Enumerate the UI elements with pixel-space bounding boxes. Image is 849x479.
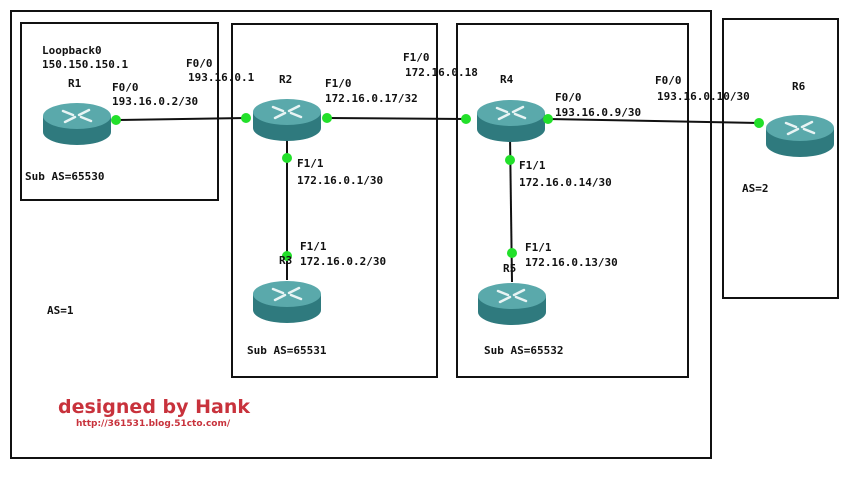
- sub-as-65532-area: [456, 23, 689, 378]
- r2-f00-label: F0/0: [186, 57, 213, 70]
- sub-as-65530-area: [20, 22, 219, 201]
- router-r3-icon: [251, 279, 323, 325]
- r4-f10-ip: 172.16.0.18: [405, 66, 478, 79]
- link-r1-r2: [115, 117, 247, 121]
- r5-f11-label: F1/1: [525, 241, 552, 254]
- port-dot: [282, 251, 292, 261]
- designer-url: http://361531.blog.51cto.com/: [76, 419, 231, 429]
- port-dot: [543, 114, 553, 124]
- router-r5-icon: [476, 281, 548, 327]
- port-dot: [111, 115, 121, 125]
- router-r2-icon: [251, 97, 323, 143]
- r1-loopback-name: Loopback0: [42, 44, 102, 57]
- r4-f00-ip: 193.16.0.9/30: [555, 106, 642, 119]
- r4-f11-ip: 172.16.0.14/30: [519, 176, 612, 189]
- link-r2-r4: [326, 117, 467, 120]
- sub-as-65531-area: [231, 23, 438, 378]
- r5-f11-ip: 172.16.0.13/30: [525, 256, 618, 269]
- router-r6-icon: [764, 113, 836, 159]
- router-r4-label: R4: [500, 73, 514, 86]
- sub-as-65531-label: Sub AS=65531: [247, 344, 327, 357]
- r4-f11-label: F1/1: [519, 159, 546, 172]
- r2-f11-ip: 172.16.0.1/30: [297, 174, 384, 187]
- r1-loopback-ip: 150.150.150.1: [42, 58, 129, 71]
- port-dot: [461, 114, 471, 124]
- link-r4-r6: [547, 118, 760, 124]
- port-dot: [754, 118, 764, 128]
- port-dot: [507, 248, 517, 258]
- r4-f10-label: F1/0: [403, 51, 430, 64]
- router-r4-icon: [475, 98, 547, 144]
- as2-area: [722, 18, 839, 299]
- r2-f10-ip: 172.16.0.17/32: [325, 92, 418, 105]
- r6-f00-ip: 193.16.0.10/30: [657, 90, 750, 103]
- router-r2-label: R2: [279, 73, 293, 86]
- as2-label: AS=2: [742, 182, 769, 195]
- r3-f11-ip: 172.16.0.2/30: [300, 255, 387, 268]
- r2-f10-label: F1/0: [325, 77, 352, 90]
- router-r5-label: R5: [503, 262, 517, 275]
- router-r6-label: R6: [792, 80, 806, 93]
- as1-label: AS=1: [47, 304, 74, 317]
- port-dot: [241, 113, 251, 123]
- as1-area: [10, 10, 712, 459]
- r1-f00-ip: 193.16.0.2/30: [112, 95, 199, 108]
- r2-f11-label: F1/1: [297, 157, 324, 170]
- port-dot: [505, 155, 515, 165]
- router-r1-label: R1: [68, 77, 82, 90]
- r6-f00-label: F0/0: [655, 74, 682, 87]
- sub-as-65530-label: Sub AS=65530: [25, 170, 105, 183]
- r3-f11-label: F1/1: [300, 240, 327, 253]
- router-r3-label: R3: [279, 254, 293, 267]
- r4-f00-label: F0/0: [555, 91, 582, 104]
- r2-f00-ip: 193.16.0.1: [188, 71, 255, 84]
- r1-f00-label: F0/0: [112, 81, 139, 94]
- router-r1-icon: [41, 101, 113, 147]
- sub-as-65532-label: Sub AS=65532: [484, 344, 564, 357]
- port-dot: [322, 113, 332, 123]
- designer-credit: designed by Hank: [58, 396, 251, 418]
- port-dot: [282, 153, 292, 163]
